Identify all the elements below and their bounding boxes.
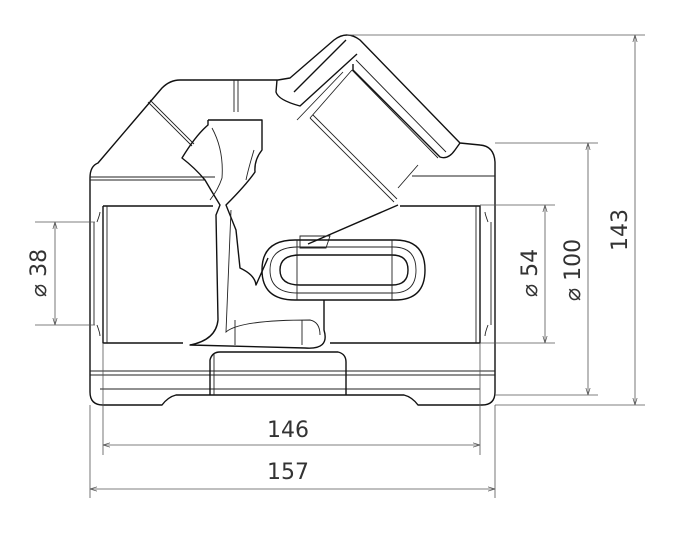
dimension-inner-length: 146 bbox=[102, 343, 481, 455]
dimension-height: 143 bbox=[347, 34, 645, 406]
slot-inner bbox=[279, 254, 409, 286]
bottom-block bbox=[209, 351, 347, 395]
internal-web-detail bbox=[209, 127, 331, 345]
branch-outline bbox=[275, 39, 461, 159]
dimension-label-54: ⌀ 54 bbox=[518, 249, 543, 297]
dimension-label-157: 157 bbox=[267, 460, 309, 485]
dimension-label-100: ⌀ 100 bbox=[561, 239, 586, 301]
slot-middle bbox=[269, 240, 417, 300]
dimension-bore-left: ⌀ 38 bbox=[27, 221, 95, 326]
body-top-vertical-line bbox=[233, 80, 239, 112]
dimension-label-146: 146 bbox=[267, 418, 309, 443]
internal-web bbox=[181, 119, 399, 349]
slot-outer bbox=[261, 239, 426, 301]
bore-outline bbox=[102, 205, 481, 344]
dimension-label-38: ⌀ 38 bbox=[27, 249, 52, 297]
branch-inner-lines bbox=[296, 59, 447, 203]
dimension-label-143: 143 bbox=[608, 209, 633, 251]
bore-inner-lines bbox=[93, 206, 492, 343]
dimension-overall-length: 157 bbox=[89, 405, 496, 498]
dimension-bore-right: ⌀ 54 bbox=[480, 204, 555, 344]
body-outline bbox=[89, 34, 496, 406]
dimension-flange: ⌀ 100 bbox=[495, 142, 598, 396]
bottom-block-line bbox=[210, 353, 346, 395]
body-horizontal-lines bbox=[90, 175, 495, 390]
body-top-diagonal-line bbox=[147, 99, 195, 147]
